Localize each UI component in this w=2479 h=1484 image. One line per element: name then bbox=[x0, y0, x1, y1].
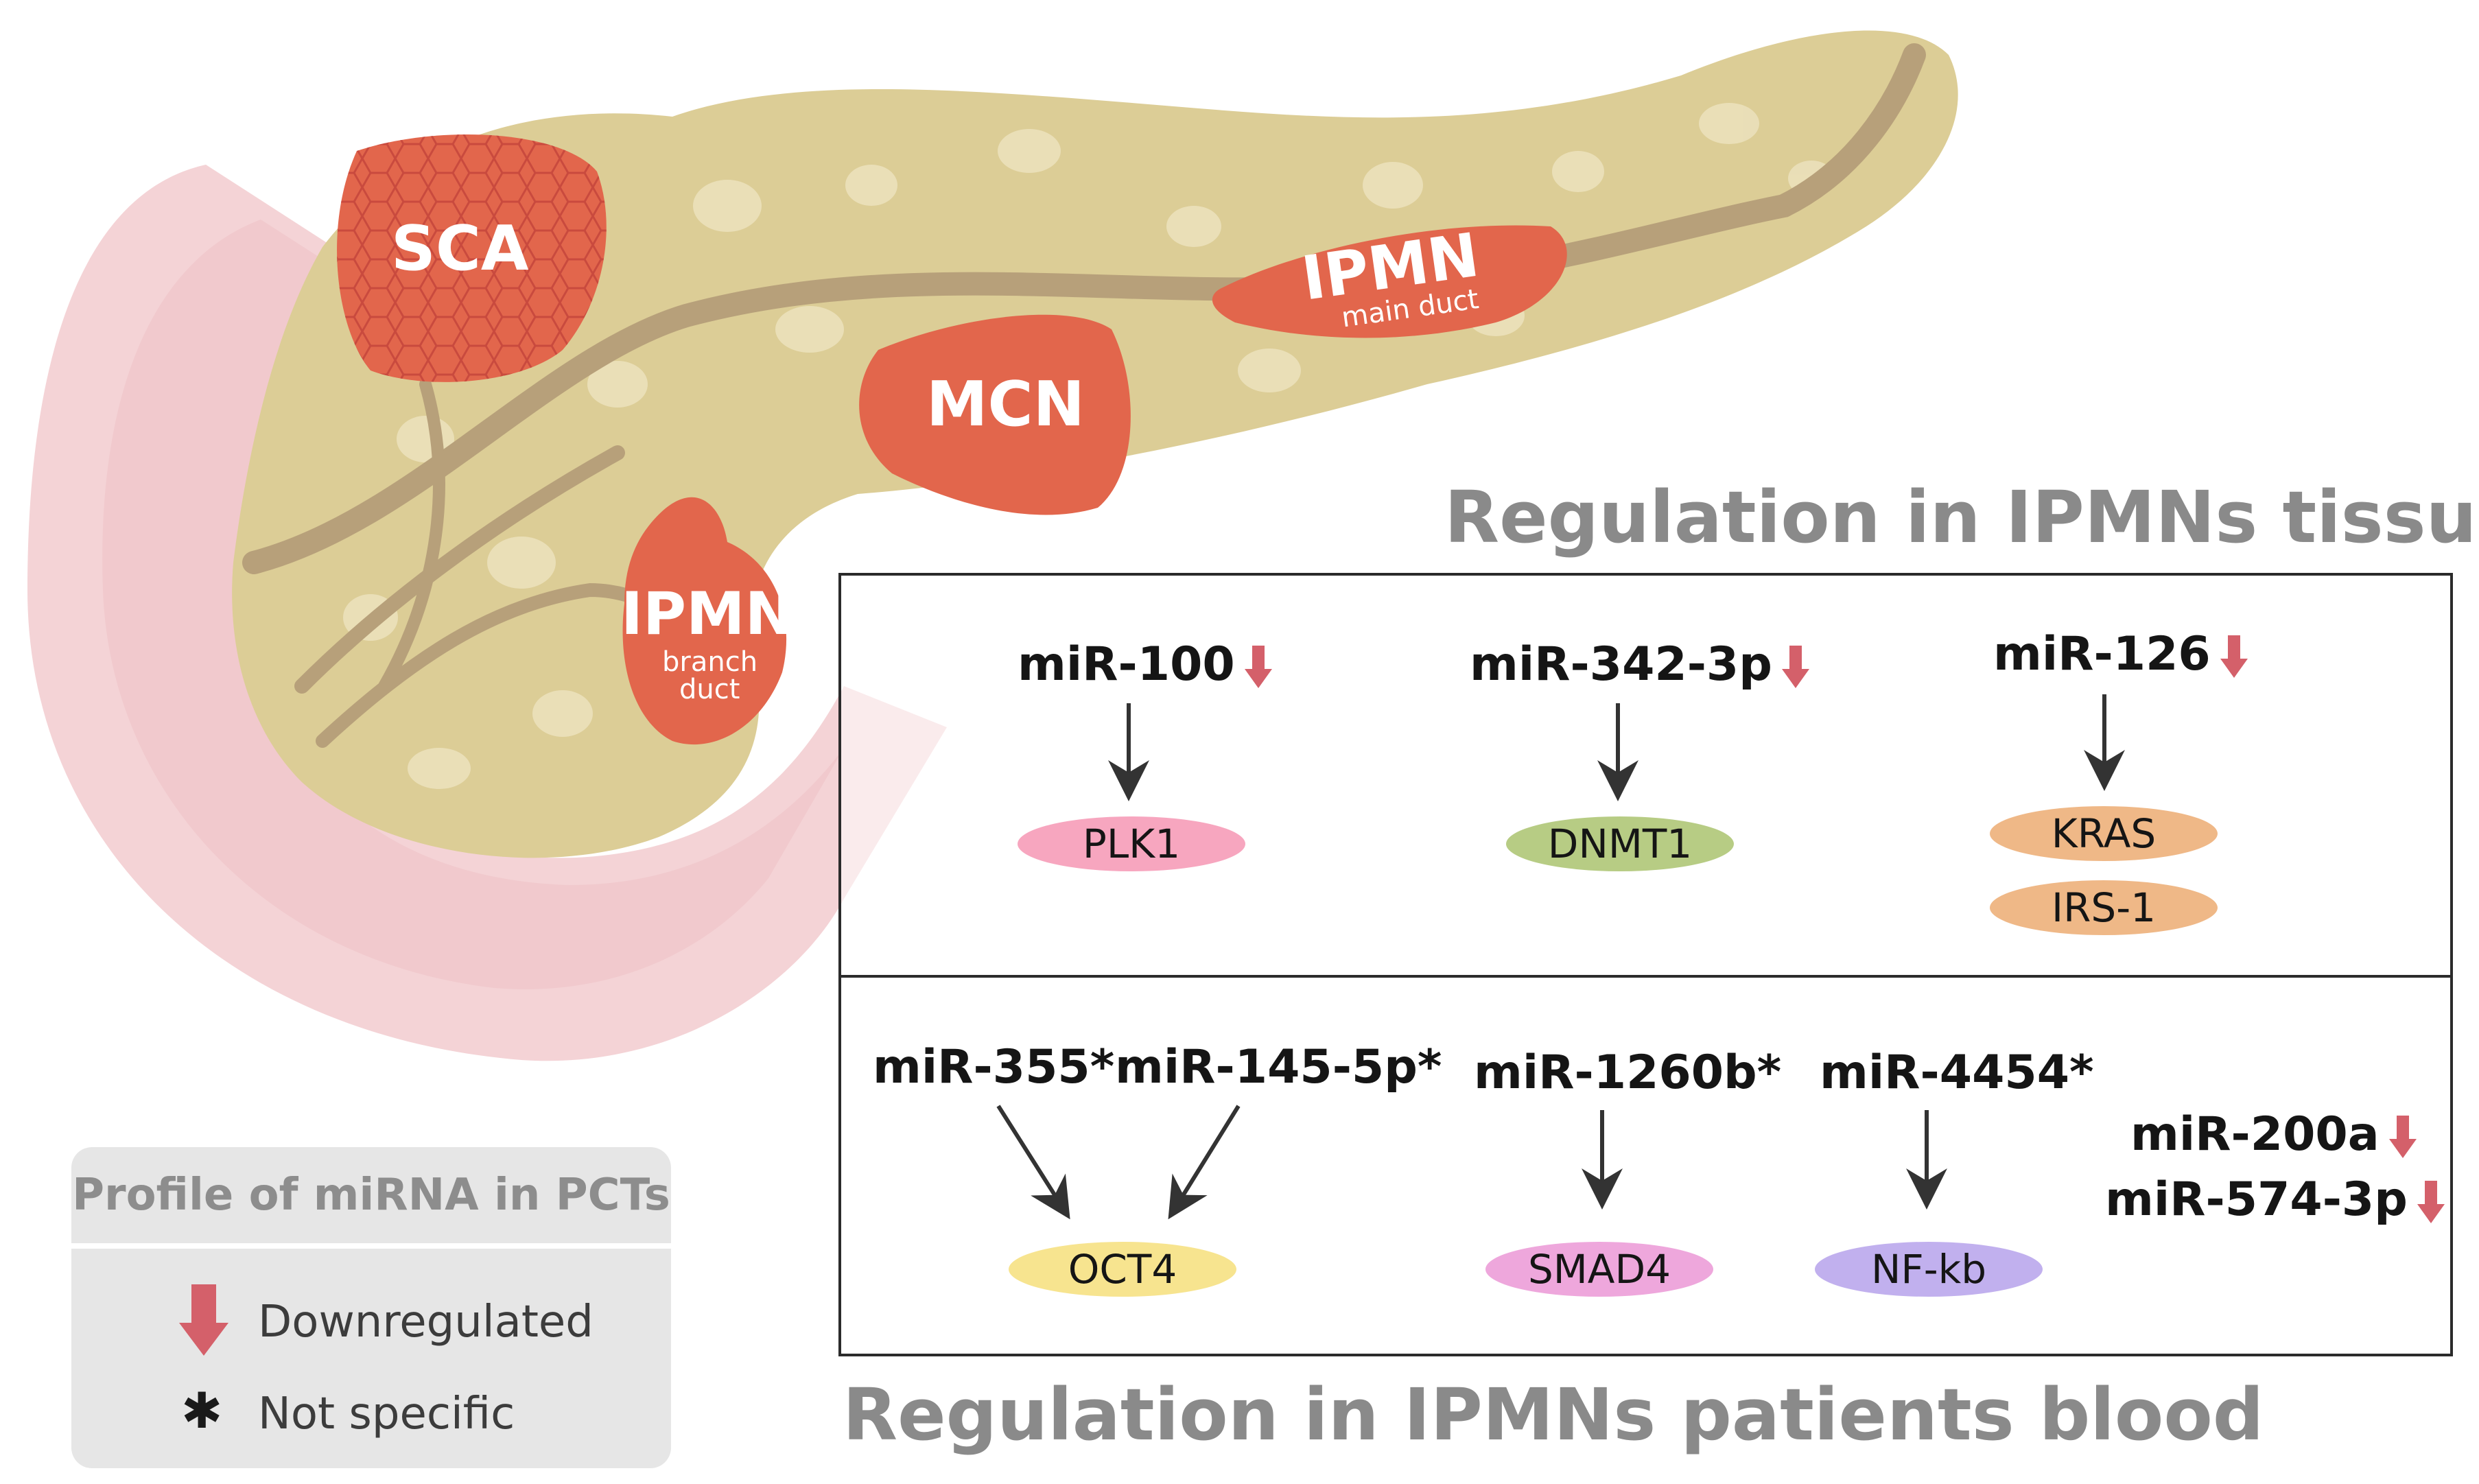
mir-1260b-label: miR-1260b* bbox=[1474, 1046, 1782, 1100]
down-arrow-icon bbox=[2220, 635, 2248, 679]
ipmn-branch-tumor bbox=[622, 497, 787, 745]
target-irs1: IRS-1 bbox=[1990, 880, 2218, 935]
ipmn-branch-sublabel-2: duct bbox=[679, 674, 740, 705]
down-arrow-icon bbox=[2388, 1116, 2417, 1159]
mir-574-label: miR-574-3p bbox=[2105, 1177, 2445, 1224]
mir-355-label: miR-355* bbox=[873, 1040, 1115, 1094]
mir-126-label: miR-126 bbox=[1993, 631, 2248, 679]
target-plk1: PLK1 bbox=[1018, 816, 1245, 871]
tissue-panel-title: Regulation in IPMNs tissue bbox=[1444, 475, 2479, 559]
mcn-label: MCN bbox=[926, 368, 1085, 440]
target-dnmt1: DNMT1 bbox=[1506, 816, 1734, 871]
sca-texture bbox=[337, 134, 607, 382]
ipmn-main-tumor bbox=[1212, 225, 1567, 338]
ipmn-branch-label: IPMN bbox=[621, 580, 795, 648]
mir-342-label: miR-342-3p bbox=[1470, 641, 1809, 689]
mir-100-label: miR-100 bbox=[1018, 641, 1272, 689]
lobules bbox=[343, 103, 1835, 789]
arrow-mir355-oct4 bbox=[996, 1105, 1070, 1220]
mir-342-name: miR-342-3p bbox=[1470, 637, 1772, 692]
legend-down-label: Downregulated bbox=[258, 1297, 594, 1347]
arrow-mir145-oct4 bbox=[1168, 1105, 1241, 1220]
ipmn-branch-sublabel-1: branch bbox=[662, 646, 758, 678]
mir-100-name: miR-100 bbox=[1018, 637, 1235, 692]
mir-145-label: miR-145-5p* bbox=[1115, 1040, 1442, 1094]
legend-panel: Profile of miRNA in PCTs Downregulated ✱… bbox=[71, 1147, 671, 1468]
mir-200a-name: miR-200a bbox=[2130, 1107, 2380, 1162]
target-smad4: SMAD4 bbox=[1485, 1242, 1713, 1297]
down-arrow-icon bbox=[1244, 646, 1272, 689]
mcn-tumor bbox=[859, 314, 1131, 515]
duodenum-shading bbox=[102, 220, 845, 989]
down-arrow-icon bbox=[1781, 646, 1809, 689]
target-oct4: OCT4 bbox=[1009, 1242, 1236, 1297]
mir-574-name: miR-574-3p bbox=[2105, 1173, 2408, 1227]
mir-4454-label: miR-4454* bbox=[1820, 1046, 2094, 1100]
asterisk-icon: ✱ bbox=[181, 1382, 223, 1439]
down-arrow-icon bbox=[2417, 1181, 2445, 1224]
legend-not-specific-label: Not specific bbox=[258, 1389, 515, 1439]
mir-126-name: miR-126 bbox=[1993, 627, 2211, 681]
sca-label: SCA bbox=[391, 213, 529, 285]
legend-title: Profile of miRNA in PCTs bbox=[71, 1147, 671, 1249]
blood-panel-title: Regulation in IPMNs patients blood bbox=[843, 1373, 2264, 1457]
target-kras: KRAS bbox=[1990, 806, 2218, 861]
legend-down-arrow-icon bbox=[179, 1284, 228, 1356]
target-nfkb: NF-kb bbox=[1815, 1242, 2043, 1297]
mir-200a-label: miR-200a bbox=[2130, 1111, 2417, 1159]
